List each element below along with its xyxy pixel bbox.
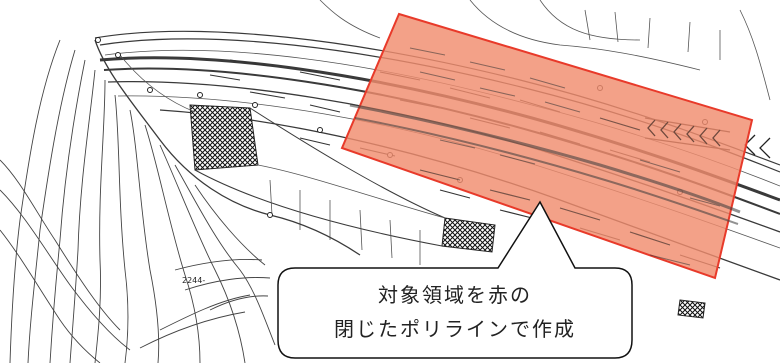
callout-line-2: 閉じたポリラインで作成 [334,317,576,341]
contour-lines [0,39,276,363]
callout-bubble: 対象領域を赤の 閉じたポリラインで作成 [277,200,633,359]
callout-line-1: 対象領域を赤の [378,283,532,307]
elevation-label: 2244- [182,276,205,285]
slope-protection-block-lower [441,217,496,253]
slope-protection-block [189,104,259,171]
